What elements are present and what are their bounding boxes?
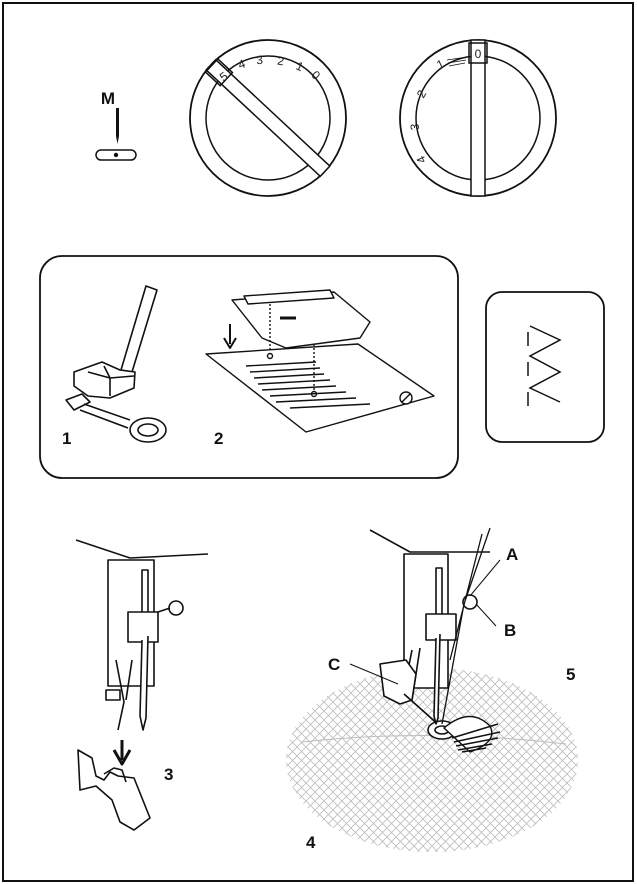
width-dial-num-0: 0 — [475, 47, 482, 61]
presser-foot-removal-icon — [75, 539, 209, 831]
length-dial-num-4: 4 — [236, 56, 247, 72]
length-dial-num-3: 3 — [256, 53, 264, 68]
cover-plate-icon — [205, 289, 435, 433]
step-label-2: 2 — [214, 429, 223, 448]
step-label-4: 4 — [306, 833, 316, 852]
needle-letter: M — [101, 89, 115, 108]
darning-foot-icon — [65, 285, 167, 443]
stitch-length-dial-icon: 5 4 3 2 1 0 — [189, 39, 347, 197]
stitch-width-dial-icon: 0 1 2 3 4 — [399, 39, 557, 197]
step-label-3: 3 — [164, 765, 173, 784]
free-motion-darning-icon — [286, 527, 578, 852]
part-label-c: C — [328, 655, 340, 674]
step-label-5: 5 — [566, 665, 575, 684]
step-label-1: 1 — [62, 429, 71, 448]
part-label-a: A — [506, 545, 518, 564]
part-label-b: B — [504, 621, 516, 640]
needle-symbol-icon: M — [95, 89, 137, 161]
width-dial-num-3: 3 — [408, 123, 422, 130]
length-dial-num-2: 2 — [276, 54, 285, 69]
zigzag-stitch-icon — [485, 291, 605, 443]
